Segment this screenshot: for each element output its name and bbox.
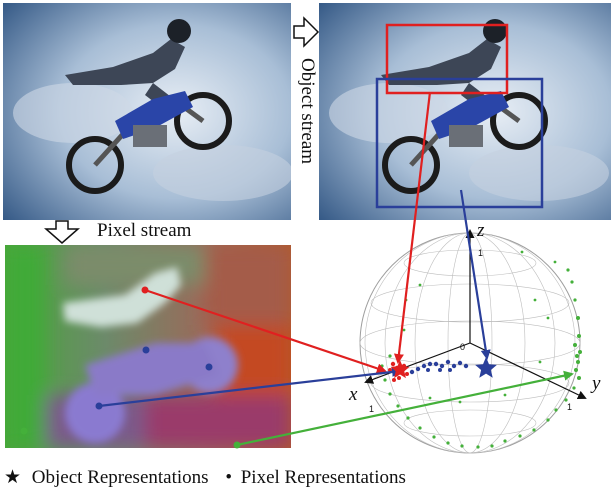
legend: ★ Object Representations • Pixel Represe… xyxy=(4,466,406,489)
object-box-photo xyxy=(319,3,611,220)
arrow-pixel-bike xyxy=(98,366,402,408)
object-star-bike xyxy=(475,357,497,378)
rider-bounding-box xyxy=(385,23,509,95)
pixel-feature-map xyxy=(5,245,291,448)
dot-icon: • xyxy=(225,467,232,488)
tick-z-label: 1 xyxy=(478,248,483,258)
pixel-points-green xyxy=(380,250,582,449)
axis-y-label: y xyxy=(590,373,601,394)
pixel-dot-bike-2 xyxy=(205,363,213,371)
legend-object-label: Object Representations xyxy=(31,467,209,488)
axis-x-label: x xyxy=(348,384,358,405)
arrow-pixel-rider xyxy=(144,288,387,374)
arrow-down-outline-icon xyxy=(44,220,80,244)
motorbike-figure xyxy=(382,91,548,194)
pixel-dot-background-1 xyxy=(20,427,28,435)
star-icon: ★ xyxy=(4,467,22,488)
original-photo xyxy=(3,3,291,220)
legend-pixel-label: Pixel Representations xyxy=(240,467,406,488)
arrow-pixel-background xyxy=(236,370,574,447)
origin-label: 0 xyxy=(460,342,465,352)
object-stream-label: Object stream xyxy=(297,58,318,165)
pixel-points-blue xyxy=(409,359,469,375)
pixel-dot-bike-1 xyxy=(142,346,150,354)
motorbike-bounding-box xyxy=(375,77,544,209)
arrow-object-rider xyxy=(393,91,432,364)
arrow-object-bike xyxy=(459,189,491,360)
object-star-rider xyxy=(390,360,410,379)
tick-y-label: 1 xyxy=(567,402,572,412)
pixel-stream-label: Pixel stream xyxy=(97,220,192,241)
tick-x-label: 1 xyxy=(369,404,374,414)
arrow-right-outline-icon xyxy=(293,16,320,48)
axis-z-label: z xyxy=(476,220,485,241)
motorbike-figure xyxy=(66,91,232,194)
